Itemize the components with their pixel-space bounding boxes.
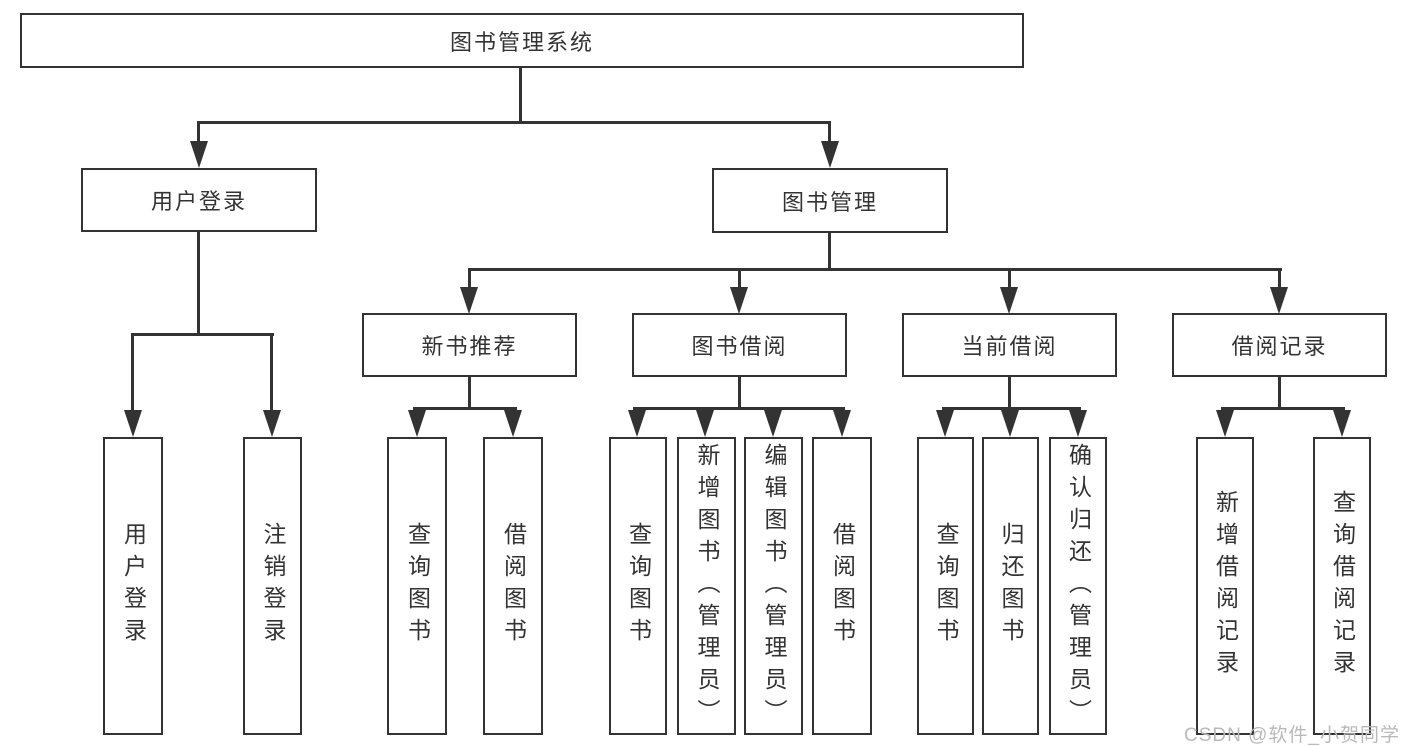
arrowhead-g5-1 [1216,410,1234,437]
arrowhead-g3-4 [833,410,851,437]
arrowhead-book-management [821,141,839,168]
connector-g3-stem [738,375,741,410]
connector-l2-stem-left [197,121,200,144]
connector-g5-stem [1278,375,1281,410]
arrowhead-g3-2 [696,410,714,437]
connector-g2-stem [468,375,471,410]
leaf-edit-book-admin: 编辑图书（管理员） [744,437,803,735]
connector-l3-drop1 [468,268,471,290]
arrowhead-g4-2 [1001,410,1019,437]
node-new-book-recommend: 新书推荐 [362,313,577,377]
leaf-borrow-books-recommend: 借阅图书 [483,437,543,735]
connector-login-drop2 [270,333,273,413]
arrowhead-current-borrow [1000,287,1018,314]
connector-root-stem [519,66,522,124]
arrowhead-g2-1 [408,410,426,437]
leaf-borrow-books-borrow: 借阅图书 [812,437,872,735]
connector-mgmt-stem [828,231,831,271]
connector-g3-branch [633,407,845,410]
node-book-borrow: 图书借阅 [632,313,847,377]
arrowhead-user-login [190,141,208,168]
leaf-query-books-current: 查询图书 [917,437,974,735]
node-current-borrow: 当前借阅 [902,313,1117,377]
connector-l3-branch [468,268,1282,271]
connector-l3-drop2 [738,268,741,290]
connector-login-stem [197,230,200,336]
leaf-return-book: 归还图书 [982,437,1039,735]
node-book-management: 图书管理 [712,168,948,233]
arrowhead-new-book [460,287,478,314]
connector-l3-drop3 [1008,268,1011,290]
leaf-add-book-admin: 新增图书（管理员） [677,437,736,735]
arrowhead-g5-2 [1333,410,1351,437]
connector-g2-branch [413,407,517,410]
node-user-login: 用户登录 [81,168,317,232]
connector-login-drop1 [131,333,134,413]
leaf-logout: 注销登录 [243,437,302,735]
leaf-user-login: 用户登录 [103,437,163,735]
connector-l2-stem-right [828,121,831,144]
arrowhead-g2-2 [504,410,522,437]
arrowhead-g4-1 [936,410,954,437]
leaf-confirm-return-admin: 确认归还（管理员） [1049,437,1107,735]
node-library-system: 图书管理系统 [20,13,1024,68]
arrowhead-borrow-records [1270,287,1288,314]
leaf-query-books-recommend: 查询图书 [387,437,447,735]
leaf-query-books-borrow: 查询图书 [609,437,667,735]
connector-g5-branch [1221,407,1345,410]
arrowhead-g3-1 [628,410,646,437]
arrowhead-leaf-login [124,410,142,437]
arrowhead-leaf-logout [263,410,281,437]
connector-login-branch [131,333,274,336]
csdn-watermark: CSDN @软件_小贺同学 [1184,725,1400,746]
connector-l2-branch [197,121,831,124]
arrowhead-g4-3 [1069,410,1087,437]
arrowhead-g3-3 [764,410,782,437]
connector-g4-stem [1008,375,1011,410]
arrowhead-book-borrow [730,287,748,314]
connector-g4-branch [942,407,1081,410]
node-borrow-records: 借阅记录 [1172,313,1387,377]
connector-l3-drop4 [1278,268,1281,290]
leaf-add-borrow-record: 新增借阅记录 [1196,437,1254,735]
leaf-query-borrow-record: 查询借阅记录 [1313,437,1371,735]
